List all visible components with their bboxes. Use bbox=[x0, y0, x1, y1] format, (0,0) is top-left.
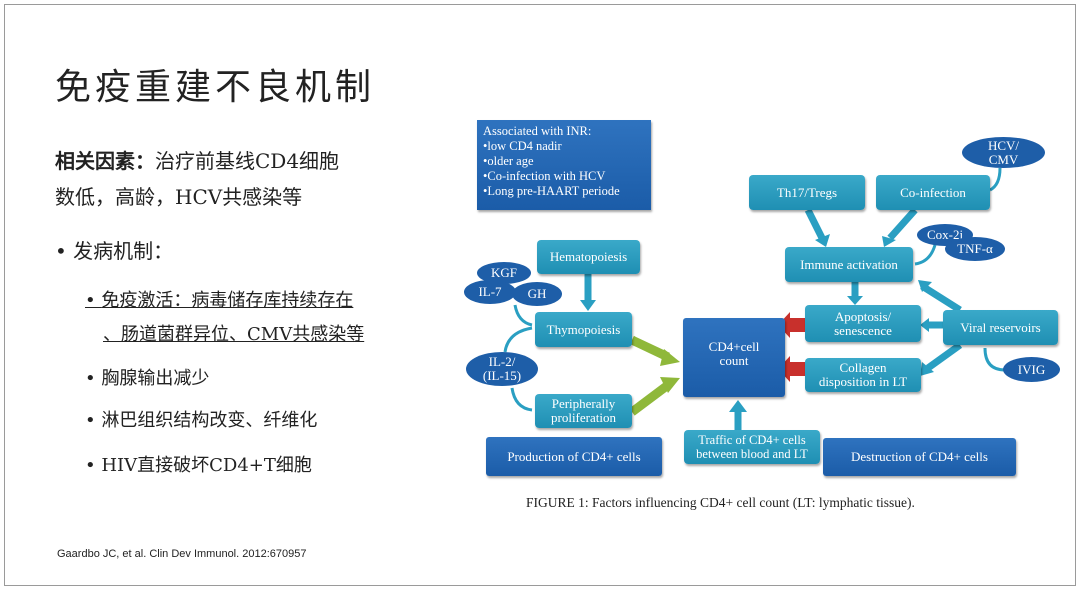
figure-caption: FIGURE 1: Factors influencing CD4+ cell … bbox=[526, 495, 915, 510]
ivig-ellipse: IVIG bbox=[1003, 357, 1060, 382]
immune-activation-box: Immune activation bbox=[785, 247, 913, 282]
il2-ellipse: IL-2/ (IL-15) bbox=[466, 352, 538, 386]
factors-line-2: 数低，高龄，HCV共感染等 bbox=[55, 185, 303, 209]
inr-heading: Associated with INR: bbox=[483, 124, 592, 138]
slide-frame bbox=[4, 4, 1076, 586]
bullet-main: • 发病机制： bbox=[55, 239, 174, 263]
gh-ellipse: GH bbox=[512, 282, 562, 306]
inr-box: Associated with INR: •low CD4 nadir •old… bbox=[477, 120, 651, 210]
inr-item: •Long pre-HAART periode bbox=[483, 184, 620, 198]
collagen-box: Collagen disposition in LT bbox=[805, 358, 921, 392]
peripheral-box: Peripherally proliferation bbox=[535, 394, 632, 428]
traffic-box: Traffic of CD4+ cells between blood and … bbox=[684, 430, 820, 464]
arrow-th17-immune bbox=[804, 208, 826, 240]
factors-label: 相关因素： bbox=[55, 149, 155, 173]
coinfection-box: Co-infection bbox=[876, 175, 990, 210]
sub-bullet-4: • HIV直接破坏CD4+T细胞 bbox=[85, 455, 312, 476]
hematopoiesis-box: Hematopoiesis bbox=[537, 240, 640, 274]
hcv-cmv-ellipse: HCV/ CMV bbox=[962, 137, 1045, 168]
inr-item: •low CD4 nadir bbox=[483, 139, 562, 153]
factors-line-1: 相关因素：治疗前基线CD4细胞 bbox=[55, 145, 339, 174]
sub-bullet-2: • 胸腺输出减少 bbox=[85, 368, 210, 389]
arrow-viral-collagen bbox=[925, 342, 963, 371]
inr-item: •older age bbox=[483, 154, 534, 168]
kgf-ellipse: KGF bbox=[477, 262, 531, 284]
tnf-alpha-ellipse: TNF-α bbox=[945, 237, 1005, 261]
apoptosis-box: Apoptosis/ senescence bbox=[805, 305, 921, 342]
factors-text-1: 治疗前基线CD4细胞 bbox=[155, 149, 340, 173]
arrow-viral-immune bbox=[920, 283, 962, 313]
il7-ellipse: IL-7 bbox=[464, 280, 516, 304]
destruction-box: Destruction of CD4+ cells bbox=[823, 438, 1016, 476]
sub-bullet-1-cont: 、肠道菌群异位、CMV共感染等 bbox=[103, 324, 365, 345]
reference: Gaardbo JC, et al. Clin Dev Immunol. 201… bbox=[57, 548, 307, 560]
cd4-count-box: CD4+cell count bbox=[683, 318, 785, 397]
sub-bullet-text: HIV直接破坏CD4+T细胞 bbox=[101, 455, 312, 476]
production-box: Production of CD4+ cells bbox=[486, 437, 662, 476]
thymopoiesis-box: Thymopoiesis bbox=[535, 312, 632, 347]
sub-bullet-3: • 淋巴组织结构改变、纤维化 bbox=[85, 410, 318, 431]
slide-title: 免疫重建不良机制 bbox=[55, 67, 376, 108]
sub-bullet-1: • 免疫激活：病毒储存库持续存在 bbox=[85, 290, 354, 311]
viral-reservoirs-box: Viral reservoirs bbox=[943, 310, 1058, 345]
sub-bullet-text: 免疫激活：病毒储存库持续存在 bbox=[101, 290, 354, 311]
inr-item: •Co-infection with HCV bbox=[483, 169, 606, 183]
bullet-main-text: 发病机制： bbox=[73, 239, 174, 263]
arrow-coinf-immune bbox=[887, 207, 918, 241]
th17-tregs-box: Th17/Tregs bbox=[749, 175, 865, 210]
sub-bullet-text: 胸腺输出减少 bbox=[101, 368, 210, 389]
sub-bullet-text: 淋巴组织结构改变、纤维化 bbox=[101, 410, 318, 431]
